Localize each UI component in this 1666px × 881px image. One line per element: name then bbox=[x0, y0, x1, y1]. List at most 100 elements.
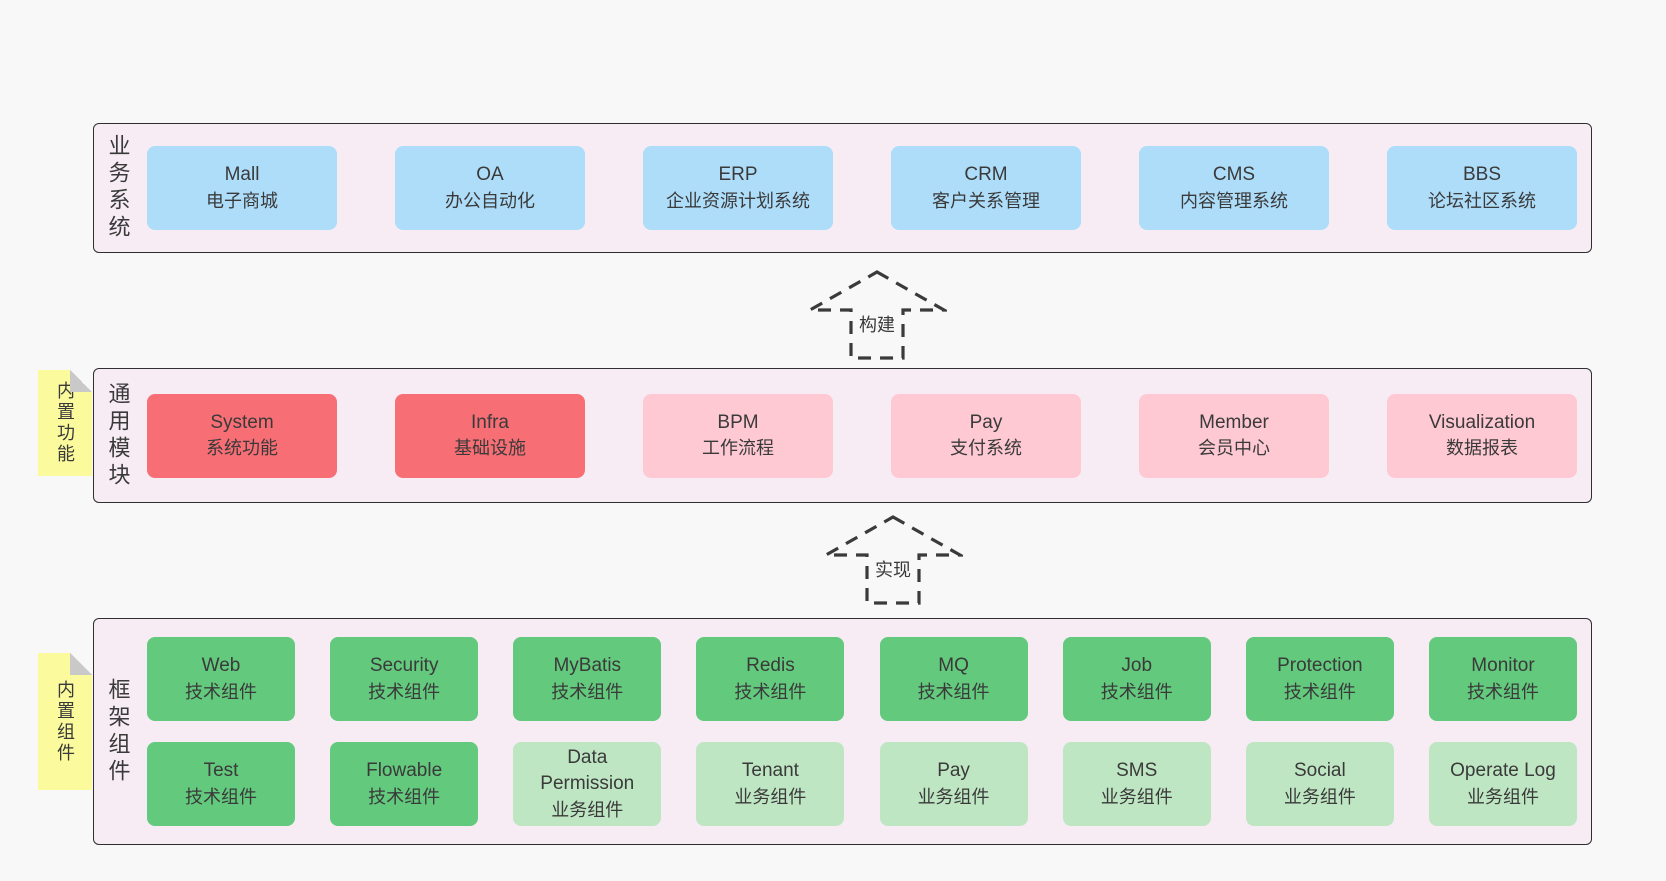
band-common-modules: 通用模块 System 系统功能 Infra 基础设施 BPM 工作流程 Pay 支付系统 Me… bbox=[93, 368, 1592, 503]
module-en-name: Tenant bbox=[741, 760, 799, 782]
module-cn-name: 技术组件 bbox=[917, 681, 990, 702]
module-en-name: MyBatis bbox=[553, 655, 622, 677]
module-en-name: OA bbox=[476, 164, 504, 186]
module-en-name: Data Permission bbox=[540, 746, 635, 795]
sticky-builtin-features-label: 内置功能 bbox=[55, 381, 75, 465]
module-en-name: Security bbox=[369, 655, 439, 677]
module-en-name: ERP bbox=[718, 164, 758, 186]
module-cn-name: 技术组件 bbox=[551, 681, 624, 702]
band-label-column: 框架组件 bbox=[94, 619, 141, 844]
module-box-bbs: BBS 论坛社区系统 bbox=[1387, 146, 1577, 230]
module-en-name: System bbox=[210, 411, 274, 433]
band-framework-label: 框架组件 bbox=[105, 677, 131, 786]
module-cn-name: 技术组件 bbox=[185, 681, 257, 702]
module-en-name: Web bbox=[201, 655, 241, 677]
band-modules-label: 通用模块 bbox=[105, 381, 131, 490]
module-cn-name: 技术组件 bbox=[734, 681, 807, 702]
module-cn-name: 企业资源计划系统 bbox=[666, 190, 810, 211]
module-box-sms: SMS 业务组件 bbox=[1062, 742, 1211, 826]
module-box-mybatis: MyBatis 技术组件 bbox=[513, 637, 662, 721]
build-arrow-label: 构建 bbox=[856, 311, 898, 338]
module-row: System 系统功能 Infra 基础设施 BPM 工作流程 Pay 支付系统 Member 会… bbox=[147, 393, 1577, 478]
module-box-tenant: Tenant 业务组件 bbox=[696, 742, 845, 826]
module-cn-name: 业务组件 bbox=[1283, 786, 1356, 807]
module-en-name: Infra bbox=[470, 411, 510, 433]
module-box-erp: ERP 企业资源计划系统 bbox=[643, 146, 833, 230]
module-cn-name: 业务组件 bbox=[1100, 786, 1173, 807]
module-en-name: CMS bbox=[1212, 164, 1256, 186]
module-en-name: CRM bbox=[964, 164, 1008, 186]
module-en-name: Job bbox=[1121, 655, 1153, 677]
build-arrow: 构建 bbox=[807, 270, 947, 360]
module-cn-name: 工作流程 bbox=[702, 438, 774, 459]
band-label-column: 业务系统 bbox=[94, 124, 141, 252]
module-en-name: SMS bbox=[1116, 760, 1158, 782]
module-box-pay: Pay 业务组件 bbox=[879, 742, 1028, 826]
implement-arrow: 实现 bbox=[823, 515, 963, 605]
module-box-test: Test 技术组件 bbox=[147, 742, 295, 826]
module-cn-name: 支付系统 bbox=[950, 438, 1022, 459]
module-en-name: Pay bbox=[969, 411, 1003, 433]
module-cn-name: 数据报表 bbox=[1446, 438, 1518, 459]
module-cn-name: 内容管理系统 bbox=[1180, 190, 1288, 211]
module-en-name: Operate Log bbox=[1450, 760, 1556, 782]
module-cn-name: 业务组件 bbox=[917, 786, 990, 807]
module-en-name: MQ bbox=[938, 655, 969, 677]
module-en-name: Test bbox=[203, 760, 239, 782]
module-en-name: Flowable bbox=[366, 760, 443, 782]
module-box-flowable: Flowable 技术组件 bbox=[330, 742, 479, 826]
modules-boxes-area: System 系统功能 Infra 基础设施 BPM 工作流程 Pay 支付系统 Member 会… bbox=[141, 369, 1591, 502]
module-cn-name: 基础设施 bbox=[454, 438, 526, 459]
module-en-name: Mall bbox=[224, 164, 260, 186]
module-cn-name: 会员中心 bbox=[1198, 438, 1270, 459]
module-cn-name: 办公自动化 bbox=[445, 190, 535, 211]
sticky-fold-corner-icon bbox=[70, 653, 92, 675]
module-box-member: Member 会员中心 bbox=[1139, 393, 1329, 478]
module-cn-name: 技术组件 bbox=[368, 786, 441, 807]
module-box-infra: Infra 基础设施 bbox=[395, 393, 585, 478]
module-box-oa: OA 办公自动化 bbox=[395, 146, 585, 230]
band-label-column: 通用模块 bbox=[94, 369, 141, 502]
module-cn-name: 技术组件 bbox=[1100, 681, 1173, 702]
module-box-social: Social 业务组件 bbox=[1245, 742, 1394, 826]
module-cn-name: 技术组件 bbox=[185, 786, 257, 807]
module-box-crm: CRM 客户关系管理 bbox=[891, 146, 1081, 230]
module-en-name: Monitor bbox=[1471, 655, 1535, 677]
sticky-fold-corner-icon bbox=[70, 370, 92, 392]
sticky-note-builtin-features: 内置功能 bbox=[38, 370, 92, 476]
sticky-note-builtin-components: 内置组件 bbox=[38, 653, 92, 790]
module-cn-name: 技术组件 bbox=[1466, 681, 1539, 702]
module-en-name: Visualization bbox=[1428, 411, 1536, 433]
module-cn-name: 客户关系管理 bbox=[932, 190, 1040, 211]
implement-arrow-label: 实现 bbox=[872, 556, 914, 583]
module-en-name: BBS bbox=[1462, 164, 1502, 186]
module-box-web: Web 技术组件 bbox=[147, 637, 295, 721]
module-en-name: Protection bbox=[1277, 655, 1363, 677]
module-cn-name: 技术组件 bbox=[368, 681, 441, 702]
sticky-builtin-components-label: 内置组件 bbox=[55, 679, 75, 764]
module-box-security: Security 技术组件 bbox=[330, 637, 479, 721]
module-en-name: Social bbox=[1293, 760, 1346, 782]
module-en-name: BPM bbox=[717, 411, 759, 433]
module-en-name: Pay bbox=[937, 760, 970, 782]
module-cn-name: 业务组件 bbox=[734, 786, 807, 807]
module-box-system: System 系统功能 bbox=[147, 393, 337, 478]
module-box-bpm: BPM 工作流程 bbox=[643, 393, 833, 478]
module-en-name: Redis bbox=[746, 655, 795, 677]
module-box-monitor: Monitor 技术组件 bbox=[1428, 637, 1577, 721]
module-box-cms: CMS 内容管理系统 bbox=[1139, 146, 1329, 230]
module-cn-name: 系统功能 bbox=[206, 438, 278, 459]
module-en-name: Member bbox=[1199, 411, 1269, 433]
module-cn-name: 论坛社区系统 bbox=[1428, 190, 1536, 211]
